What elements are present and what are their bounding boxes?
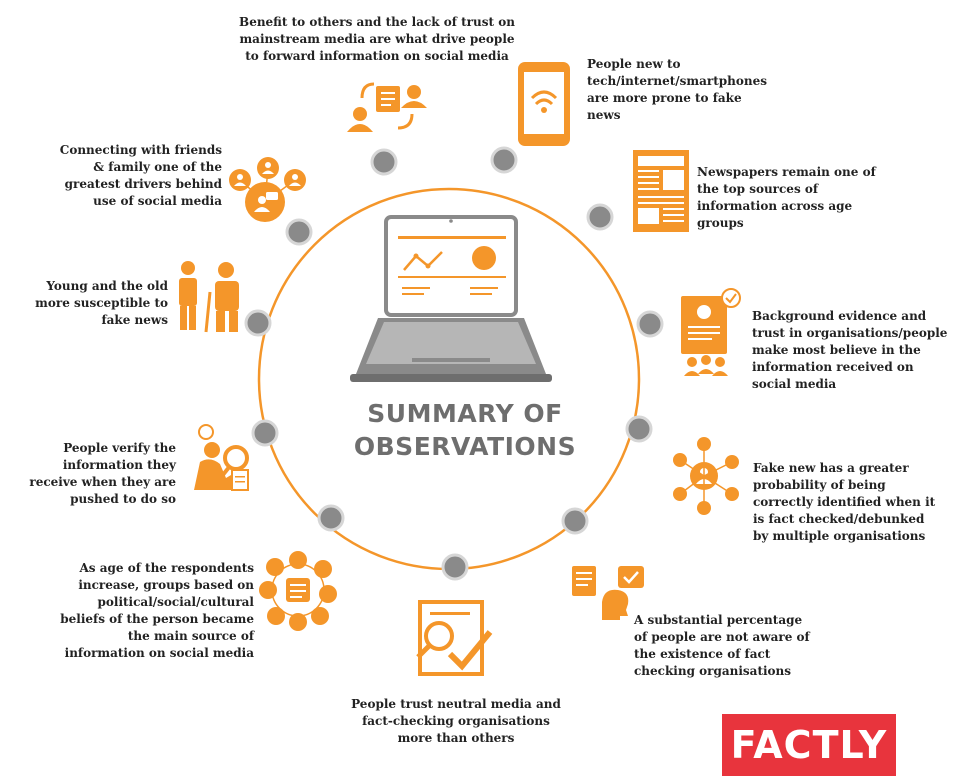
observation-young-old: Young and the old more susceptible to fa…: [35, 279, 168, 327]
ring-node: [586, 203, 614, 231]
observation-newspapers: Newspapers remain one of the top sources…: [697, 165, 876, 230]
logo-text: FACTLY: [730, 723, 888, 767]
laptop-icon: [350, 215, 552, 382]
search-check-icon: [416, 600, 493, 676]
ring-node: [490, 146, 518, 174]
ring-nodes: [244, 146, 664, 581]
observation-verify: People verify the information they recei…: [29, 441, 176, 506]
observation-trust-neutral: People trust neutral media and fact-chec…: [351, 697, 561, 745]
head-question-icon: [572, 566, 644, 620]
young-old-icon: [179, 261, 239, 333]
smartphone-wifi-icon: [518, 62, 570, 146]
factly-logo: FACTLY: [722, 714, 896, 776]
group-network-icon: [259, 551, 337, 631]
ring-node: [244, 309, 272, 337]
title-line-2: OBSERVATIONS: [353, 432, 577, 461]
observation-fact-checked: Fake new has a greater probability of be…: [753, 461, 936, 543]
ring-node: [251, 419, 279, 447]
ring-node: [370, 148, 398, 176]
observation-evidence: Background evidence and trust in organis…: [752, 309, 948, 391]
ring-node: [636, 310, 664, 338]
observation-not-aware: A substantial percentage of people are n…: [634, 613, 810, 678]
document-check-icon: [681, 288, 741, 376]
newspaper-icon: [633, 150, 689, 232]
social-network-icon: [673, 437, 739, 515]
people-exchange-icon: [347, 82, 427, 132]
magnifier-person-icon: [194, 424, 249, 491]
ring-node: [441, 553, 469, 581]
ring-node: [317, 504, 345, 532]
ring-node: [561, 507, 589, 535]
diagram-title: SUMMARY OF OBSERVATIONS: [320, 397, 610, 463]
ring-node: [285, 218, 313, 246]
observation-new-to-tech: People new to tech/internet/smartphones …: [587, 57, 767, 122]
ring-node: [625, 415, 653, 443]
friends-network-icon: [229, 157, 306, 222]
observation-friends: Connecting with friends & family one of …: [59, 143, 222, 208]
title-line-1: SUMMARY OF: [367, 399, 563, 428]
observation-benefit: Benefit to others and the lack of trust …: [239, 15, 515, 63]
observation-groups: As age of the respondents increase, grou…: [60, 561, 254, 660]
